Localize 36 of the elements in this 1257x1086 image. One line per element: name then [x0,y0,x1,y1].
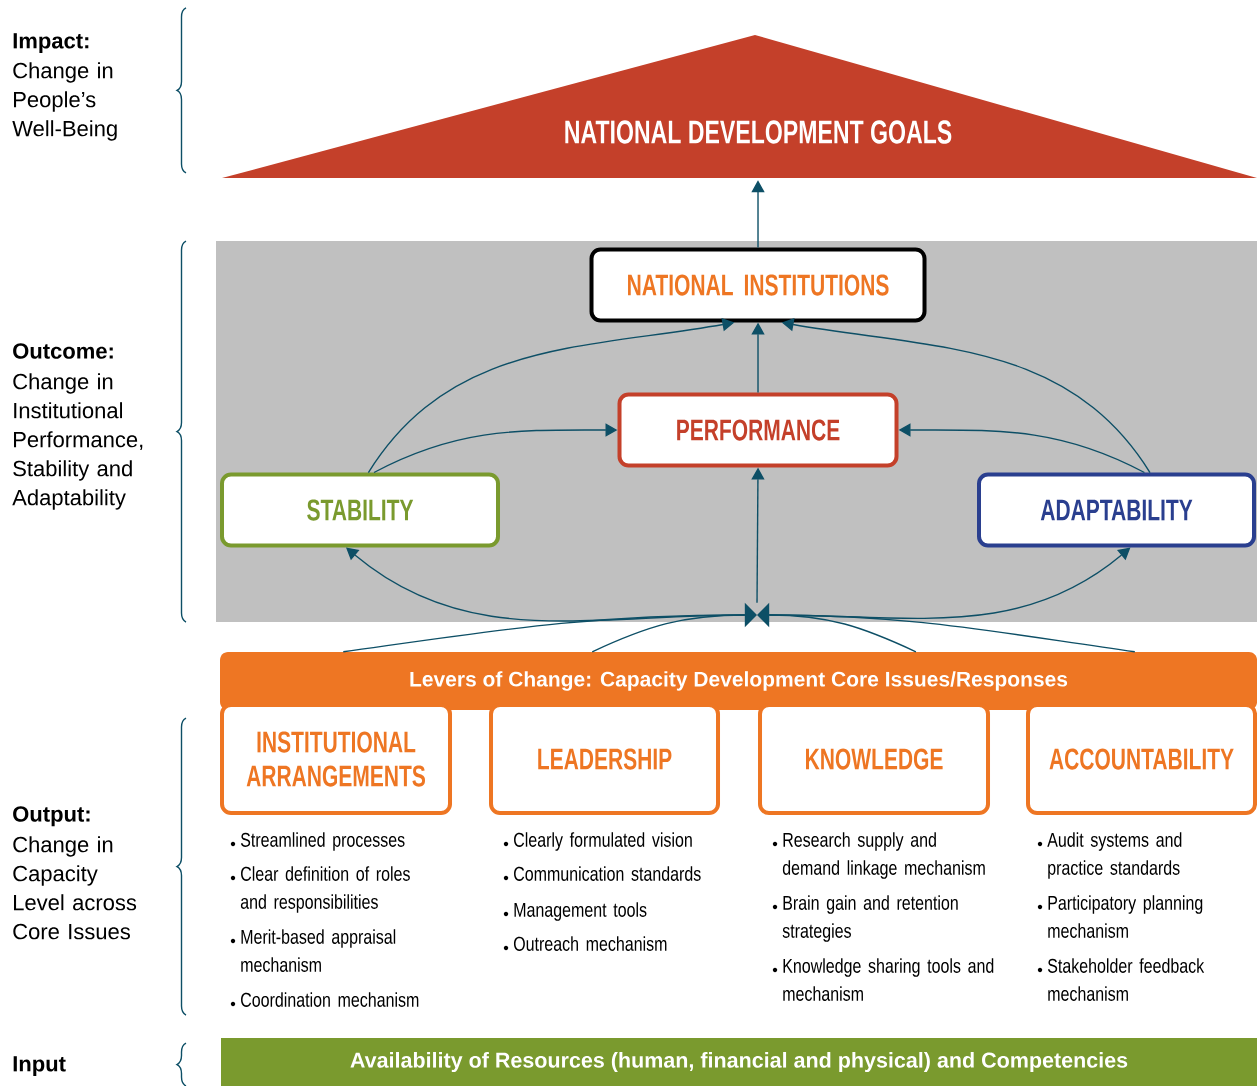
bullet-item: Management tools [514,902,647,921]
section-text: Change in Institutional Performance, Stability and Adaptability [12,373,143,510]
performance-box: PERFORMANCE [617,392,899,468]
stability-box: STABILITY [220,472,500,548]
bullet-item: Brain gain and retention strategies [782,895,958,942]
goal-triangle: NATIONAL DEVELOPMENT GOALS [222,35,1257,178]
section-heading: Outcome: [13,343,113,359]
bullet-item: Audit systems and practice standards [1047,832,1182,879]
connector-line [591,614,746,653]
bullet-item: Clear definition of roles and responsibilities [240,866,410,913]
bullet-item: Stakeholder feedback mechanism [1047,958,1205,1001]
section-text: Change in Capacity Level across Core Issues [13,836,137,940]
section-text: Change in People’s Well-Being [12,62,117,141]
core-issue-box: KNOWLEDGE [758,703,990,815]
bullet-item: Communication standards [514,866,701,881]
connector-line [768,614,1136,653]
bullet-item: Merit-based appraisal mechanism [241,929,396,972]
bowtie-junction [744,602,770,628]
levers-banner: Levers of Change: Capacity Development Core Issues/Responses [220,652,1257,710]
bullet-item: Participatory planning mechanism [1048,895,1203,938]
institution-box: NATIONAL INSTITUTIONS [589,247,927,323]
adaptability-box: ADAPTABILITY [977,472,1256,548]
bullet-item: Research supply and demand linkage mechanism [782,832,985,879]
bullet-item: Clearly formulated vision [514,832,692,851]
bullet-item: Coordination mechanism [241,992,419,1007]
bullet-item: Streamlined processes [240,832,405,851]
arrow [751,180,765,249]
section-heading: Output: [13,806,90,827]
core-issue-box: LEADERSHIP [489,703,720,815]
core-issue-box: ACCOUNTABILITY [1026,703,1257,815]
resources-banner: Availability of Resources (human, financial and physical) and Competencies [221,1038,1257,1086]
bullet-item: Outreach mechanism [513,936,667,951]
bullet-item: Knowledge sharing tools and mechanism [783,958,994,1001]
section-heading: Impact: [13,33,89,53]
core-issue-box: INSTITUTIONAL ARRANGEMENTS [220,703,452,815]
section-heading: Input [13,1056,66,1076]
